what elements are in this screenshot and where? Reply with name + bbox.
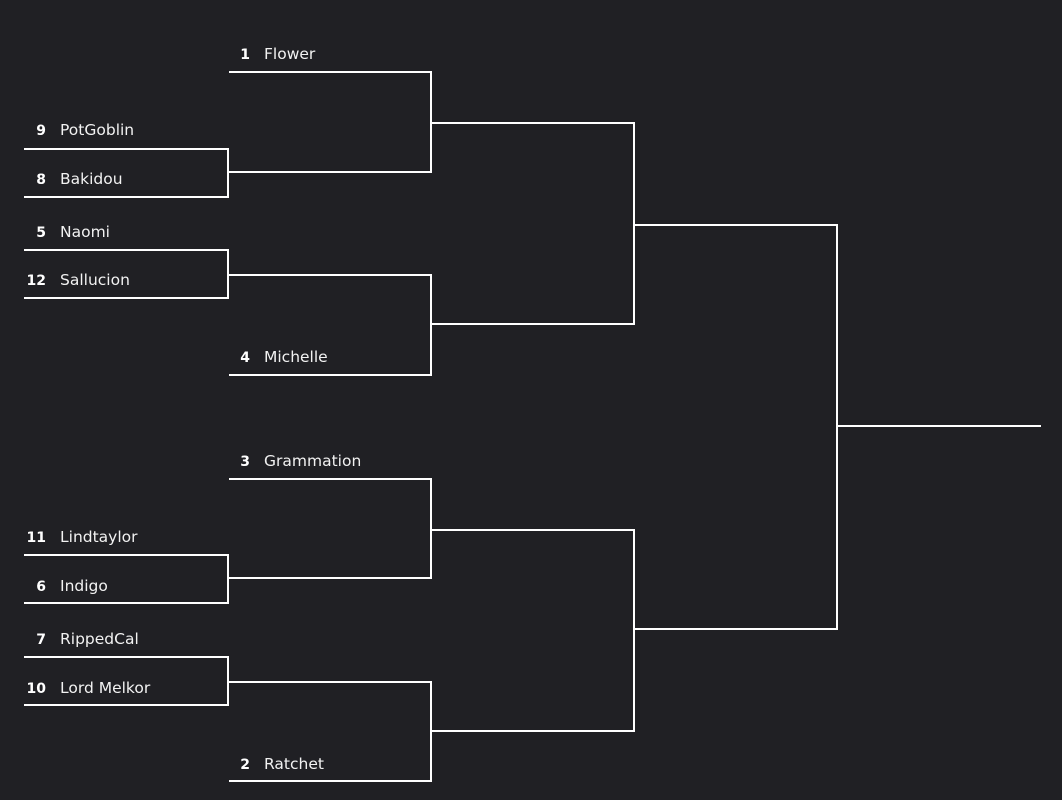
player-name: PotGoblin <box>60 121 135 139</box>
bracket-entry: 6 Indigo <box>25 574 108 598</box>
seed-number: 10 <box>26 681 46 697</box>
seed-number: 3 <box>240 454 250 470</box>
player-name: Grammation <box>264 452 362 470</box>
bracket-entry: 12 Sallucion <box>25 268 130 292</box>
seed-number: 8 <box>36 172 46 188</box>
player-name: Ratchet <box>264 755 324 773</box>
player-name: Indigo <box>60 577 108 595</box>
bracket-entry: 10 Lord Melkor <box>25 676 151 700</box>
bracket-entry: 3 Grammation <box>229 449 361 473</box>
seed-number: 9 <box>36 123 46 139</box>
bracket-entry: 9 PotGoblin <box>25 118 134 142</box>
player-name: Lindtaylor <box>60 528 138 546</box>
player-name: RippedCal <box>60 630 139 648</box>
seed-number: 11 <box>26 530 46 546</box>
player-name: Sallucion <box>60 271 130 289</box>
seed-number: 7 <box>36 632 46 648</box>
seed-number: 2 <box>240 757 250 773</box>
player-name: Lord Melkor <box>60 679 151 697</box>
bracket-entry: 5 Naomi <box>25 220 110 244</box>
bracket-entry: 2 Ratchet <box>229 752 324 776</box>
bracket-entry: 11 Lindtaylor <box>25 525 138 549</box>
player-name: Flower <box>264 45 316 63</box>
seed-number: 12 <box>26 273 46 289</box>
bracket-entry: 1 Flower <box>229 42 315 66</box>
seed-number: 5 <box>36 225 46 241</box>
bracket-entry: 7 RippedCal <box>25 627 139 651</box>
bracket-entry: 8 Bakidou <box>25 167 123 191</box>
seed-number: 6 <box>36 579 46 595</box>
bracket-entry: 4 Michelle <box>229 345 328 369</box>
player-name: Michelle <box>264 348 328 366</box>
seed-number: 4 <box>240 350 250 366</box>
player-name: Bakidou <box>60 170 123 188</box>
seed-number: 1 <box>240 47 250 63</box>
player-name: Naomi <box>60 223 110 241</box>
